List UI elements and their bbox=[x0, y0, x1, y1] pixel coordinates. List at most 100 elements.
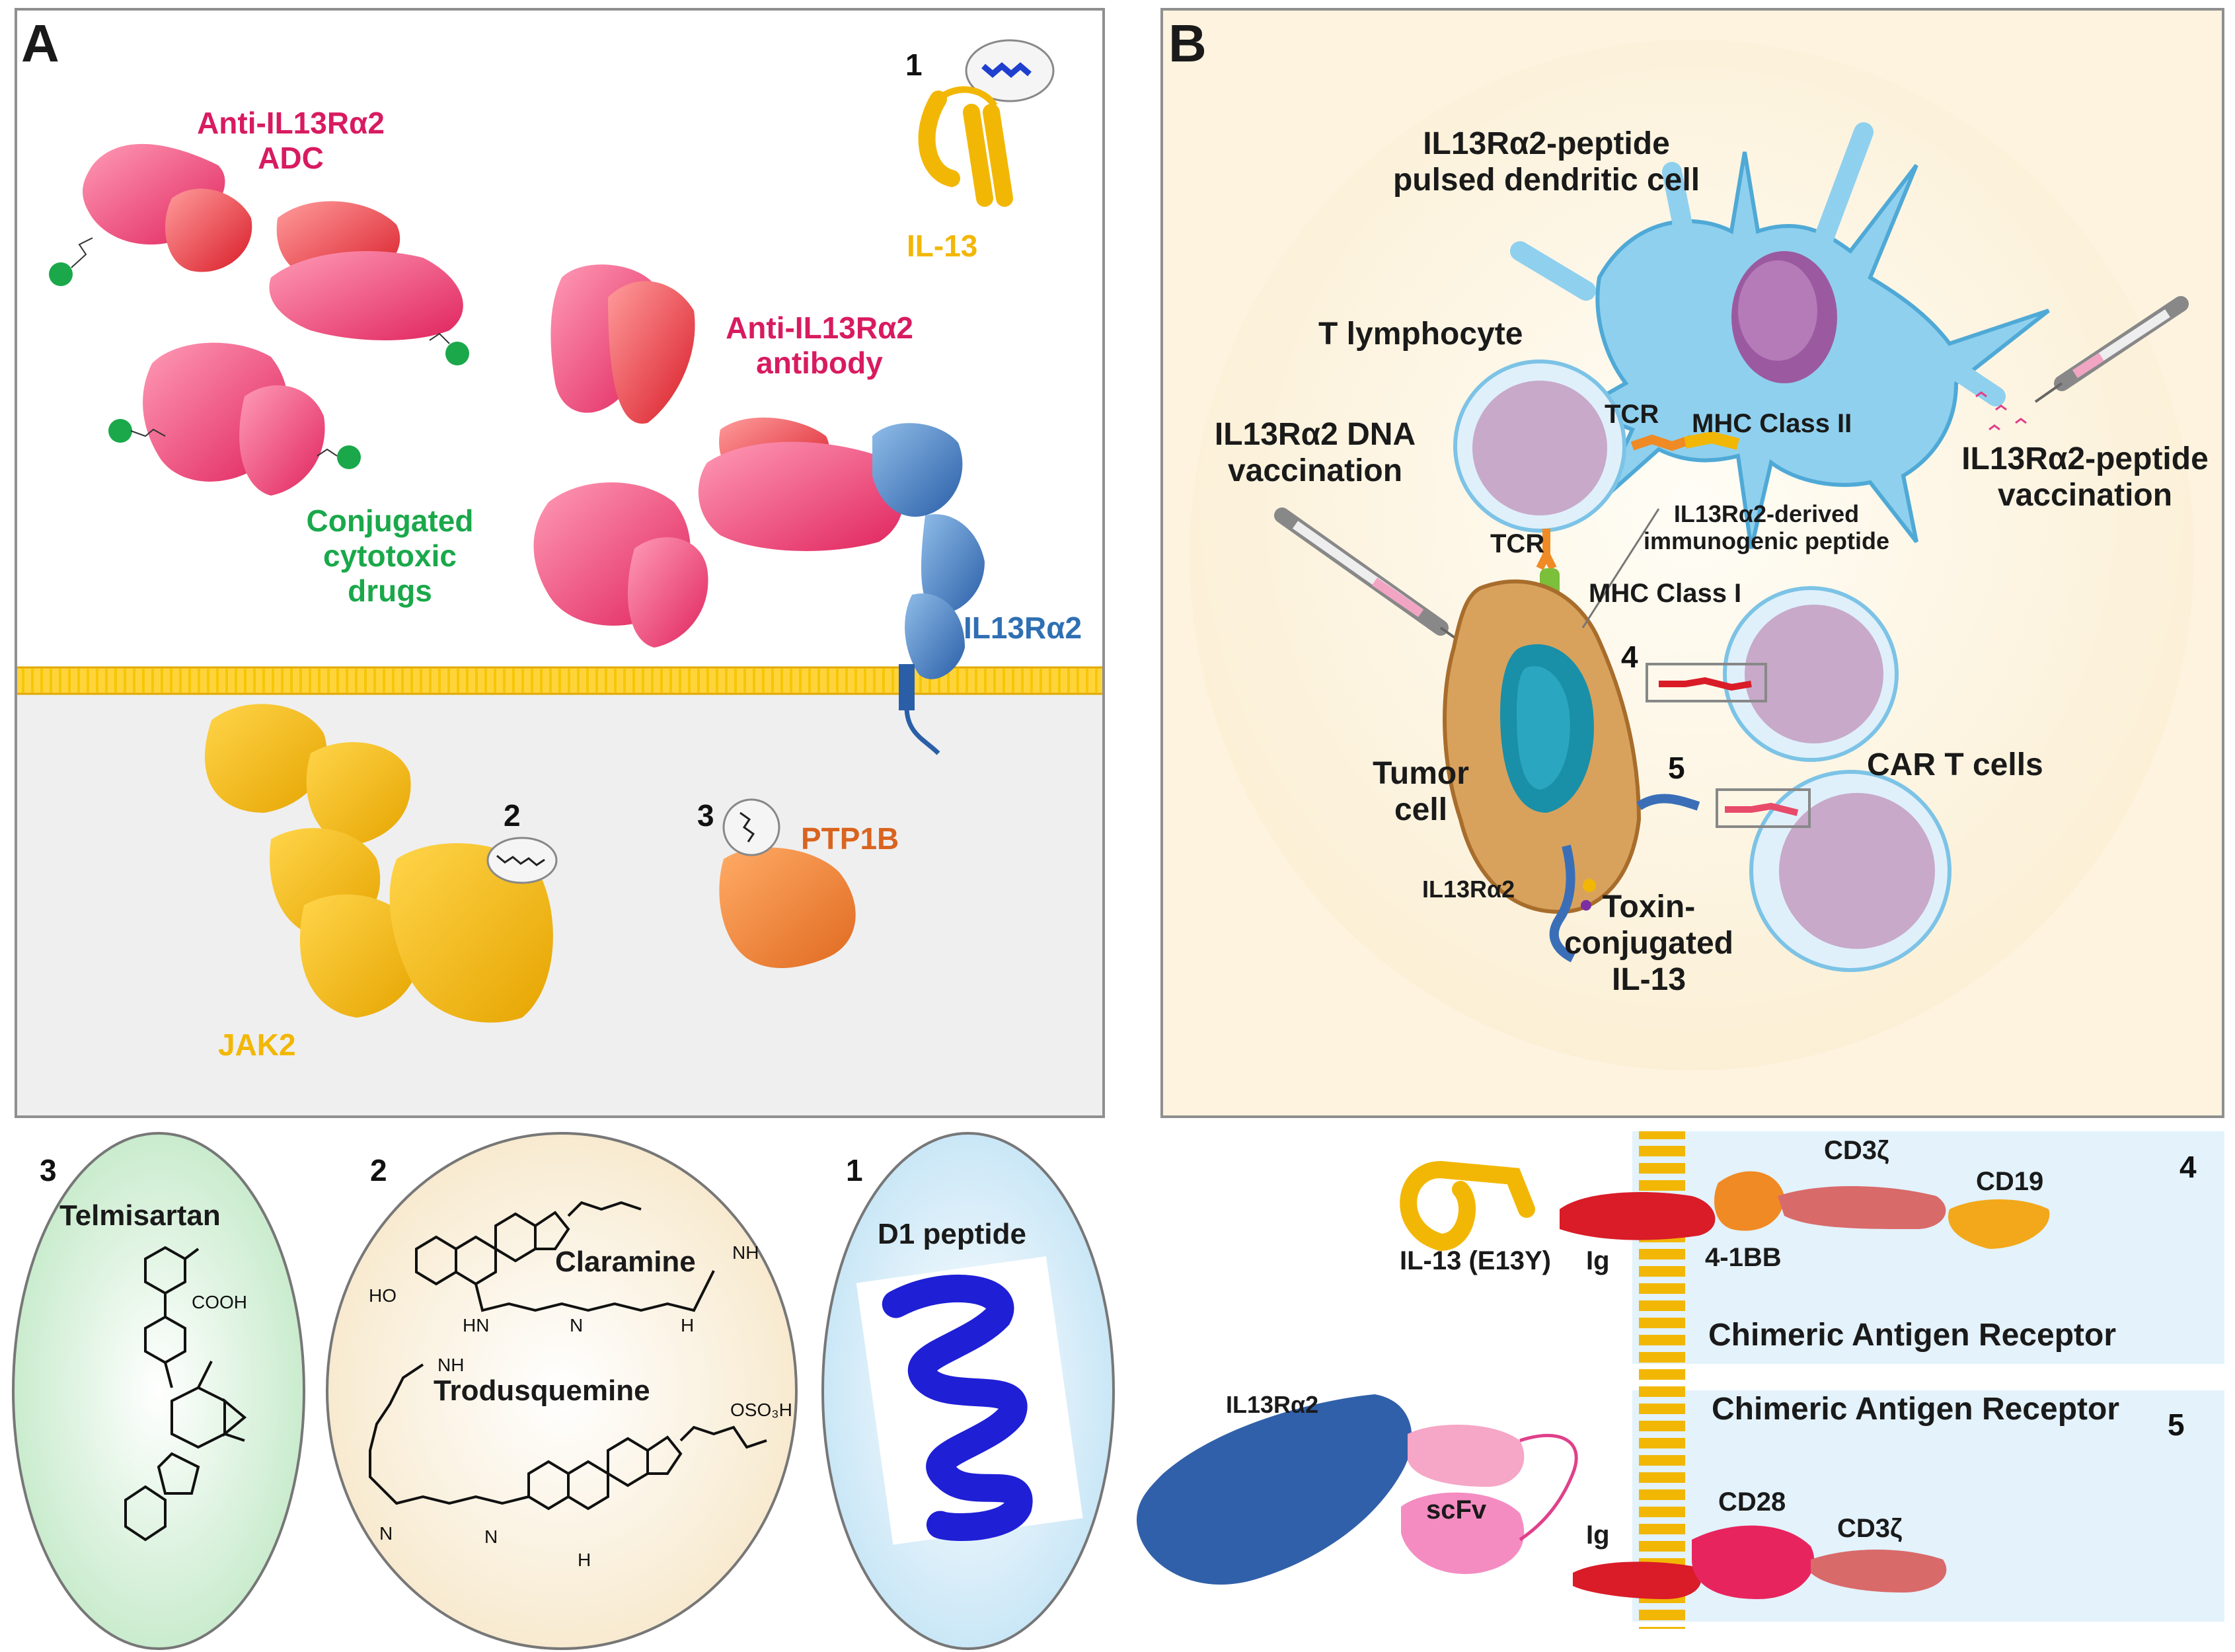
tumor-label-line2: cell bbox=[1394, 792, 1448, 828]
car-number-5-label: 5 bbox=[1668, 751, 1685, 785]
toxin-il13-complex bbox=[1549, 845, 1596, 963]
car5-il13ra2-label: IL13Rα2 bbox=[1226, 1391, 1319, 1418]
derived-peptide-line1: IL13Rα2-derived bbox=[1673, 500, 1860, 527]
il13-cytokine bbox=[918, 39, 1055, 207]
trodusquemine-n2: N bbox=[484, 1526, 498, 1547]
car5-cd3z-label: CD3ζ bbox=[1837, 1514, 1903, 1543]
claramine-structure bbox=[415, 1201, 715, 1312]
ptp1b-label: PTP1B bbox=[801, 821, 899, 856]
toxin-label-line3: IL-13 bbox=[1611, 962, 1686, 998]
telmisartan-oval bbox=[12, 1132, 305, 1650]
car4-il13-label: IL-13 (E13Y) bbox=[1400, 1246, 1551, 1275]
ptp1b-enzyme bbox=[719, 798, 856, 968]
mhc-class-i-label: MHC Class I bbox=[1589, 579, 1742, 608]
claramine-hn: HN bbox=[463, 1315, 490, 1335]
car4-cd3z-label: CD3ζ bbox=[1824, 1136, 1889, 1165]
d1-number: 1 bbox=[846, 1153, 863, 1187]
tumor-cell-label: Tumor cell bbox=[1348, 755, 1494, 828]
drugs-label-line2: cytotoxic bbox=[323, 538, 457, 573]
mhc-class-ii-label: MHC Class II bbox=[1692, 409, 1852, 438]
il13ra2-receptor bbox=[872, 423, 985, 755]
dna-vaccination-line2: vaccination bbox=[1227, 453, 1403, 489]
telmisartan-structure bbox=[124, 1246, 247, 1542]
trodusquemine-structure bbox=[369, 1363, 767, 1511]
peptide-syringe bbox=[1975, 296, 2189, 431]
d1-helix bbox=[856, 1256, 1083, 1545]
dna-vaccination-label: IL13Rα2 DNA vaccination bbox=[1190, 416, 1441, 489]
antibody bbox=[533, 264, 904, 648]
adc-label: Anti-IL13Rα2 ADC bbox=[185, 106, 397, 176]
tcr-lower-label: TCR bbox=[1490, 529, 1545, 558]
claramine-h: H bbox=[681, 1315, 695, 1335]
car4-diagram bbox=[1400, 1131, 2224, 1382]
dc-label-line2: pulsed dendritic cell bbox=[1392, 163, 1700, 198]
jak2-label: JAK2 bbox=[218, 1028, 296, 1062]
t-lymphocyte-label: T lymphocyte bbox=[1318, 317, 1523, 352]
car5-title: Chimeric Antigen Receptor bbox=[1712, 1392, 2119, 1427]
ptp1b-number: 3 bbox=[697, 798, 714, 833]
derived-peptide-line2: immunogenic peptide bbox=[1643, 527, 1890, 555]
trodusquemine-n: N bbox=[379, 1523, 393, 1544]
toxin-label-line1: Toxin- bbox=[1602, 889, 1696, 924]
car-t-cell-lower bbox=[1636, 770, 1951, 972]
claramine-nh: NH bbox=[732, 1242, 759, 1263]
peptide-vaccination-label: IL13Rα2-peptide vaccination bbox=[1956, 441, 2214, 513]
derived-peptide-label: IL13Rα2-derived immunogenic peptide bbox=[1624, 500, 1909, 555]
dna-vaccination-line1: IL13Rα2 DNA bbox=[1214, 417, 1416, 452]
jak2-kinase bbox=[204, 704, 558, 1023]
car4-41bb-label: 4-1BB bbox=[1705, 1243, 1782, 1272]
car4-title: Chimeric Antigen Receptor bbox=[1708, 1318, 2116, 1353]
car-number-4-label: 4 bbox=[1621, 640, 1638, 674]
toxin-label-line2: conjugated bbox=[1564, 926, 1733, 961]
drugs-label-line3: drugs bbox=[348, 573, 432, 608]
cytoplasm-area bbox=[17, 681, 1102, 1115]
polyamine-number: 2 bbox=[370, 1153, 387, 1187]
tcr-top-label: TCR bbox=[1605, 400, 1659, 429]
car4-cd19-label: CD19 bbox=[1976, 1167, 2044, 1196]
car-t-cell-upper bbox=[1646, 586, 1899, 762]
d1-peptide-label: D1 peptide bbox=[878, 1218, 1026, 1250]
dendritic-cell bbox=[1510, 122, 2050, 549]
trodusquemine-oso3h: OSO₃H bbox=[730, 1400, 792, 1420]
toxin-label: Toxin- conjugated IL-13 bbox=[1550, 889, 1748, 998]
tumor-cell bbox=[1443, 580, 1642, 915]
drugs-label-line1: Conjugated bbox=[306, 504, 474, 538]
car5-number: 5 bbox=[2168, 1408, 2185, 1442]
car5-cd28-label: CD28 bbox=[1718, 1487, 1786, 1517]
telmisartan-number: 3 bbox=[40, 1153, 57, 1187]
car5-ig-label: Ig bbox=[1586, 1521, 1610, 1550]
car-t-cells-label: CAR T cells bbox=[1867, 747, 2043, 782]
dc-label: IL13Rα2-peptide pulsed dendritic cell bbox=[1381, 126, 1712, 198]
peptide-vaccination-line1: IL13Rα2-peptide bbox=[1961, 441, 2209, 476]
claramine-ho: HO bbox=[369, 1285, 397, 1306]
antibody-label-line1: Anti-IL13Rα2 bbox=[726, 311, 913, 345]
il13-number: 1 bbox=[905, 48, 923, 82]
il13-label: IL-13 bbox=[907, 229, 978, 263]
car5-diagram bbox=[1137, 1378, 2224, 1629]
il13ra2-label-b: IL13Rα2 bbox=[1422, 876, 1515, 903]
car5-scfv-label: scFv bbox=[1426, 1495, 1487, 1524]
adc-antibody bbox=[49, 143, 469, 496]
tumor-label-line1: Tumor bbox=[1373, 756, 1469, 791]
antibody-label: Anti-IL13Rα2 antibody bbox=[714, 311, 925, 381]
dna-syringe bbox=[1274, 507, 1475, 652]
claramine-n: N bbox=[570, 1315, 584, 1335]
panel-b-letter: B bbox=[1168, 14, 1207, 73]
adc-label-line2: ADC bbox=[258, 140, 324, 175]
receptor-label: IL13Rα2 bbox=[964, 611, 1082, 645]
polyamine-oval bbox=[326, 1132, 798, 1650]
dc-label-line1: IL13Rα2-peptide bbox=[1423, 126, 1670, 161]
t-lymphocyte bbox=[1453, 359, 1626, 533]
car4-ig-label: Ig bbox=[1586, 1246, 1610, 1275]
telmisartan-cooh: COOH bbox=[192, 1292, 247, 1312]
car4-number: 4 bbox=[2179, 1150, 2197, 1184]
peptide-vaccination-line2: vaccination bbox=[1997, 478, 2173, 513]
trodusquemine-label: Trodusquemine bbox=[434, 1374, 650, 1407]
panel-a-letter: A bbox=[21, 14, 59, 73]
claramine-label: Claramine bbox=[555, 1246, 696, 1278]
telmisartan-name: Telmisartan bbox=[59, 1199, 221, 1232]
adc-label-line1: Anti-IL13Rα2 bbox=[197, 106, 385, 140]
